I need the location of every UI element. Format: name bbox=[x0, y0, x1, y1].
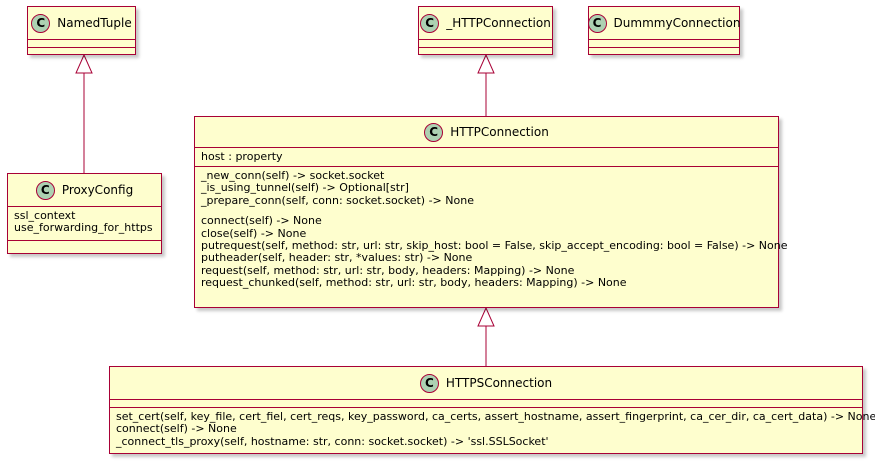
class-name: _HTTPConnection bbox=[446, 15, 551, 30]
methods-section bbox=[589, 47, 739, 48]
edge-httpconnection-httpconnection-base bbox=[477, 53, 495, 116]
field-use-forwarding-for-https: use_forwarding_for_https bbox=[14, 221, 153, 235]
class-badge-icon: C bbox=[424, 122, 444, 142]
method-new-conn: _new_conn(self) -> socket.socket bbox=[201, 169, 385, 182]
method-connect-tls-proxy: _connect_tls_proxy(self, hostname: str, … bbox=[116, 434, 549, 448]
fields-section bbox=[110, 399, 862, 407]
fields-section bbox=[419, 39, 552, 47]
class-name: ProxyConfig bbox=[61, 182, 134, 197]
class-badge-icon: C bbox=[31, 13, 51, 33]
class-name: NamedTuple bbox=[57, 15, 132, 30]
class-badge-icon: C bbox=[587, 13, 607, 33]
method-is-using-tunnel: _is_using_tunnel(self) -> Optional[str] bbox=[201, 181, 409, 195]
method-connect: connect(self) -> None bbox=[116, 422, 237, 436]
method-putrequest: putrequest(self, method: str, url: str, … bbox=[201, 238, 788, 252]
methods-section bbox=[419, 47, 552, 48]
edge-proxyconfig-namedtuple bbox=[75, 53, 93, 173]
class-name: HTTPSConnection bbox=[445, 375, 553, 390]
fields-section: ssl_context use_forwarding_for_https bbox=[8, 206, 161, 240]
method-putheader: putheader(self, header: str, *values: st… bbox=[201, 251, 473, 265]
methods-section bbox=[8, 240, 161, 241]
method-request: request(self, method: str, url: str, bod… bbox=[201, 263, 575, 277]
class-badge-icon: C bbox=[420, 13, 440, 33]
edge-httpsconnection-httpconnection bbox=[477, 306, 495, 366]
class-badge-icon: C bbox=[419, 373, 439, 393]
method-close: close(self) -> None bbox=[201, 226, 307, 240]
class-named-tuple[interactable]: C NamedTuple bbox=[27, 6, 136, 55]
class-name: HTTPConnection bbox=[450, 124, 549, 139]
method-connect: connect(self) -> None bbox=[201, 214, 322, 228]
class-http-connection[interactable]: C HTTPConnection host : property _new_co… bbox=[194, 116, 788, 308]
class-proxy-config[interactable]: C ProxyConfig ssl_context use_forwarding… bbox=[7, 173, 162, 254]
methods-section: _new_conn(self) -> socket.socket _is_usi… bbox=[195, 166, 788, 290]
class-dummy-connection[interactable]: C DummmyConnection bbox=[587, 6, 741, 55]
field-ssl-context: ssl_context bbox=[14, 209, 76, 222]
method-set-cert: set_cert(self, key_file, cert_fiel, cert… bbox=[116, 410, 875, 423]
class-badge-icon: C bbox=[35, 180, 55, 200]
fields-section bbox=[589, 39, 739, 47]
methods-section bbox=[28, 47, 135, 48]
class-https-connection[interactable]: C HTTPSConnection set_cert(self, key_fil… bbox=[109, 366, 875, 454]
method-request-chunked: request_chunked(self, method: str, url: … bbox=[201, 276, 627, 290]
class-name: DummmyConnection bbox=[613, 15, 741, 30]
fields-section: host : property bbox=[195, 147, 778, 166]
method-prepare-conn: _prepare_conn(self, conn: socket.socket)… bbox=[201, 193, 474, 207]
fields-section bbox=[28, 39, 135, 47]
methods-section: set_cert(self, key_file, cert_fiel, cert… bbox=[110, 407, 875, 448]
class-http-connection-base[interactable]: C _HTTPConnection bbox=[418, 6, 553, 55]
field-host: host : property bbox=[201, 150, 283, 163]
